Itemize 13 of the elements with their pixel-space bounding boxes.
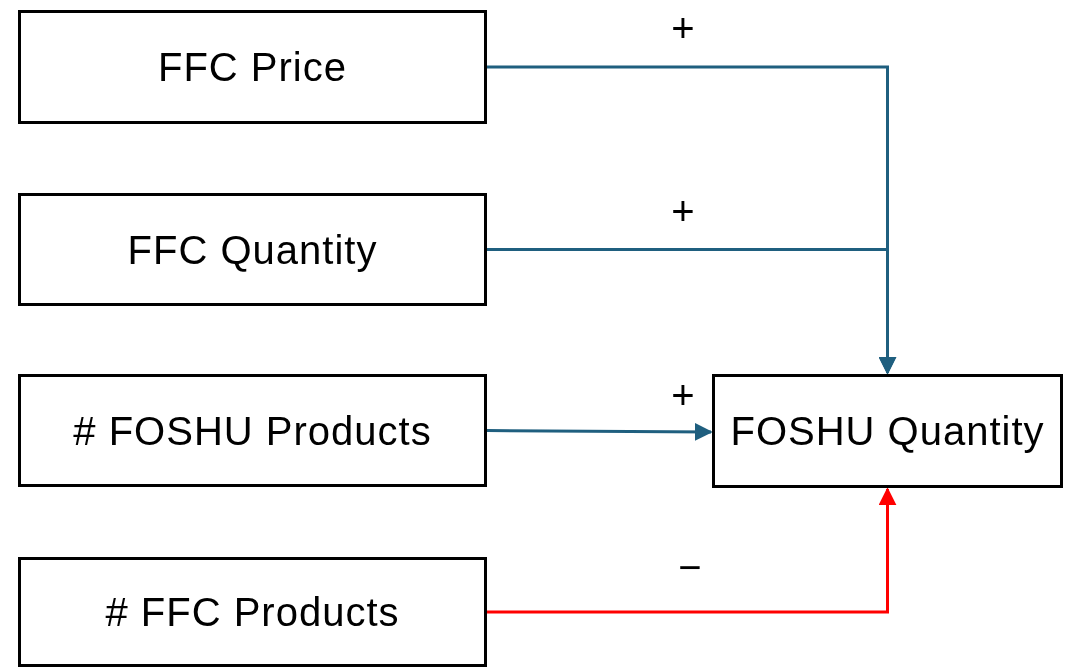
box-label: FFC Price bbox=[157, 44, 348, 91]
box-label: # FFC Products bbox=[104, 589, 401, 636]
process-box bbox=[18, 374, 487, 487]
process-box bbox=[18, 557, 487, 667]
process-box bbox=[18, 193, 487, 306]
box-label: FFC Quantity bbox=[126, 226, 379, 274]
box-label: FOSHU Quantity bbox=[729, 408, 1046, 455]
arrow bbox=[487, 248, 897, 375]
process-box bbox=[18, 10, 487, 124]
arrow bbox=[487, 487, 897, 614]
arrow bbox=[487, 422, 713, 441]
box-label: # FOSHU Products bbox=[72, 407, 433, 455]
process-box bbox=[712, 374, 1063, 488]
